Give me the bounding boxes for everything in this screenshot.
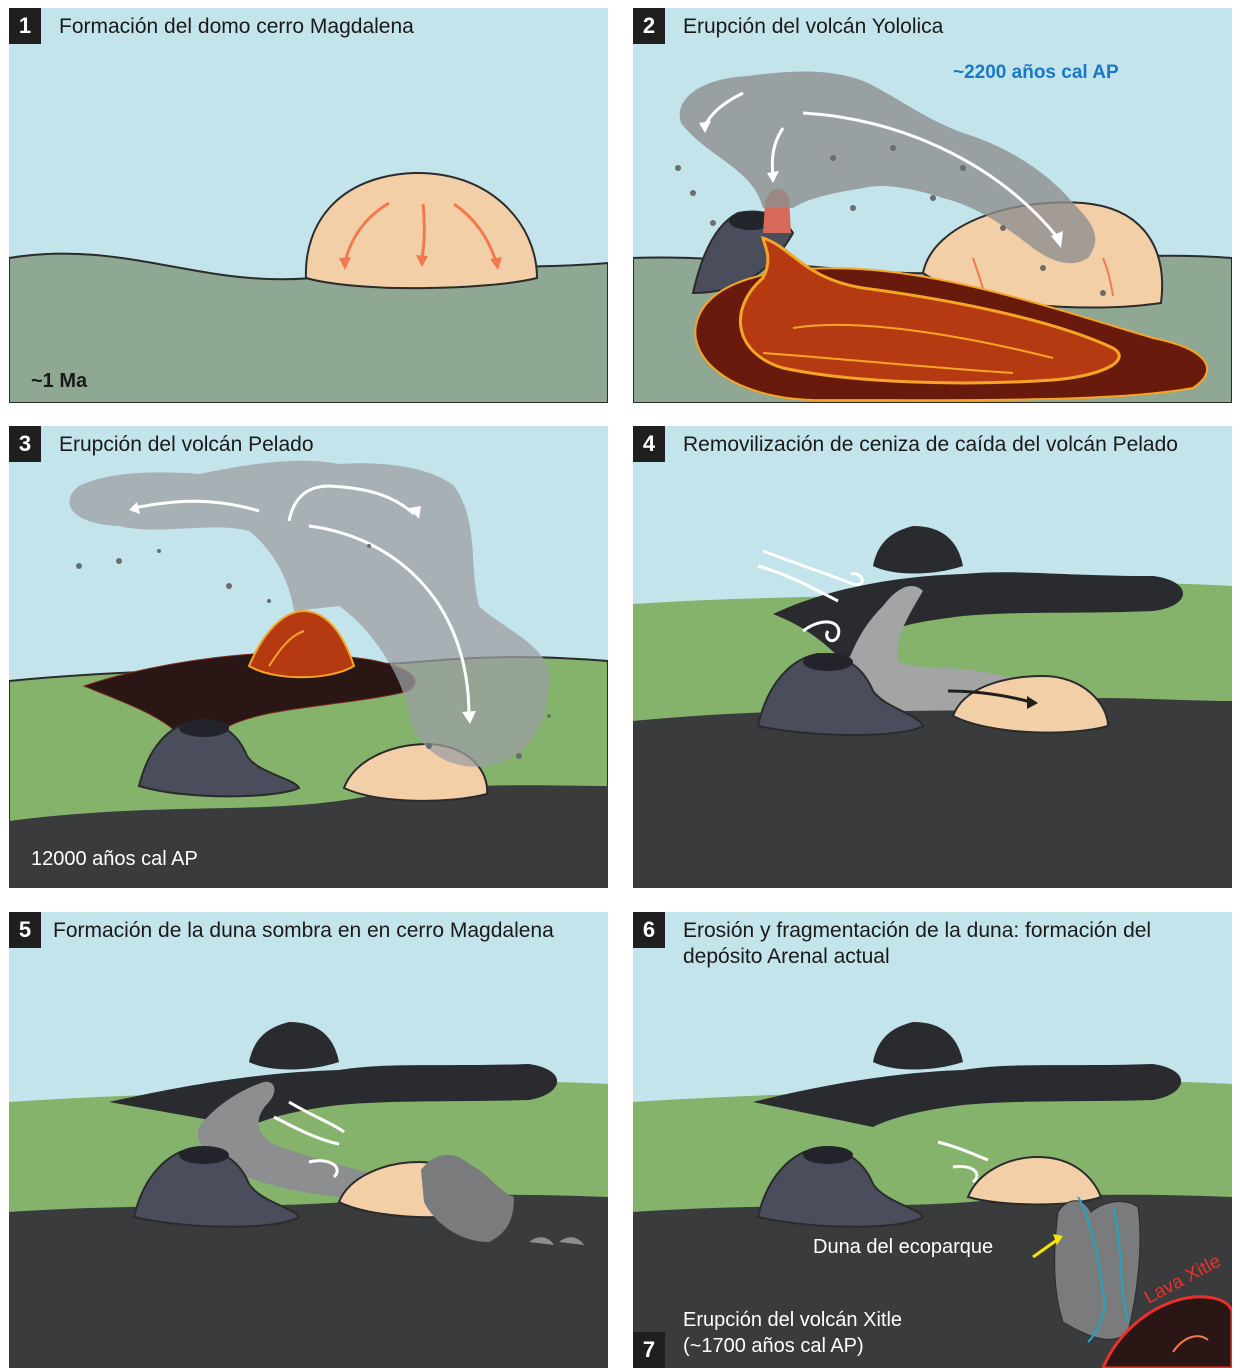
- pelado-cone: [873, 526, 963, 574]
- panel-5: 5 Formación de la duna sombra en en cerr…: [9, 912, 608, 1368]
- panel-3: 3 Erupción del volcán Pelado 12000 años …: [9, 426, 608, 888]
- panel-1-scene: [9, 8, 608, 403]
- panel-2-scene: [633, 8, 1232, 403]
- volcano-pelado: [249, 611, 354, 677]
- pelado-cone: [873, 1022, 963, 1070]
- pelado-cone: [249, 1022, 339, 1070]
- panel-title: Removilización de ceniza de caída del vo…: [683, 432, 1228, 458]
- panel-7-age: (~1700 años cal AP): [683, 1335, 864, 1358]
- ground-dark: [9, 1195, 608, 1368]
- panel-number: 3: [9, 426, 41, 462]
- panel-1: 1 Formación del domo cerro Magdalena ~1 …: [9, 8, 608, 403]
- panel-3-scene: [9, 426, 608, 888]
- panel-6-scene: [633, 912, 1232, 1368]
- age-label: ~2200 años cal AP: [953, 62, 1119, 84]
- panel-7-title: Erupción del volcán Xitle: [683, 1309, 902, 1332]
- panel-6: 6 Erosión y fragmentación de la duna: fo…: [633, 912, 1232, 1368]
- panel-2: 2 Erupción del volcán Yololica ~2200 año…: [633, 8, 1232, 403]
- panel-title: Erosión y fragmentación de la duna: form…: [683, 918, 1228, 970]
- panel-7-number: 7: [633, 1332, 665, 1368]
- callout-label: Duna del ecoparque: [813, 1236, 993, 1259]
- age-label: 12000 años cal AP: [31, 848, 198, 871]
- panel-number: 5: [9, 912, 41, 948]
- panel-4-scene: [633, 426, 1232, 888]
- ground-dark: [633, 698, 1232, 888]
- panel-number: 1: [9, 8, 41, 44]
- dome-magdalena: [306, 173, 537, 288]
- panel-number: 6: [633, 912, 665, 948]
- panel-5-scene: [9, 912, 608, 1368]
- age-label: ~1 Ma: [31, 370, 87, 393]
- panel-title: Formación de la duna sombra en en cerro …: [53, 918, 598, 944]
- panel-title: Erupción del volcán Yololica: [683, 14, 1228, 40]
- panel-4: 4 Removilización de ceniza de caída del …: [633, 426, 1232, 888]
- panel-number: 4: [633, 426, 665, 462]
- panel-title: Erupción del volcán Pelado: [59, 432, 604, 458]
- panel-title: Formación del domo cerro Magdalena: [59, 14, 604, 40]
- panel-number: 2: [633, 8, 665, 44]
